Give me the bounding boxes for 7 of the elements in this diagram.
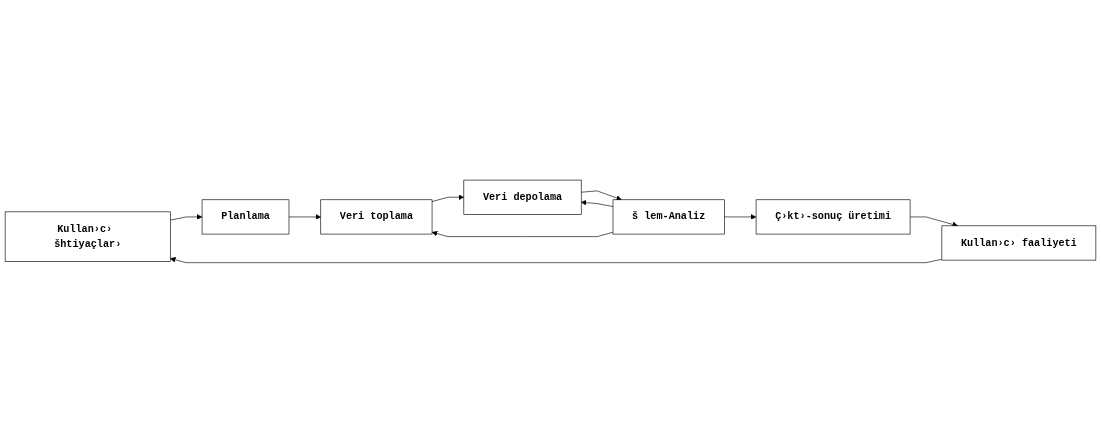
node-box: Ç›kt›-sonuç üretimi	[755, 199, 911, 235]
node-box: Veri toplama	[320, 199, 433, 235]
node-box: Veri depolama	[463, 179, 582, 215]
node-box: Planlama	[201, 199, 290, 235]
node-box: Kullan›c› faaliyeti	[941, 225, 1097, 261]
node-box: š lem-Analiz	[612, 199, 725, 235]
node-box: Kullan›c› šhtiyaçlar›	[4, 211, 171, 262]
